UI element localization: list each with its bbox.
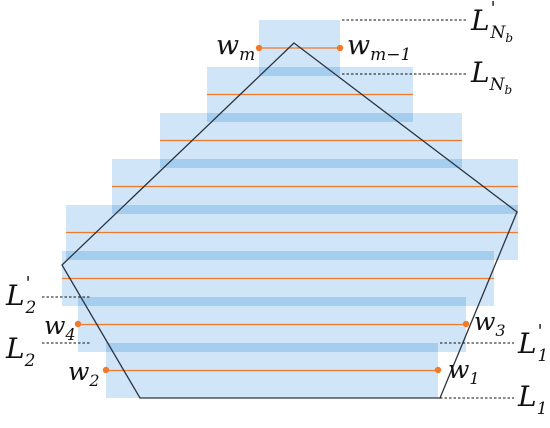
strip-overlap-band [207,113,413,122]
leader-lines [42,19,514,399]
strip-overlap-band [112,205,518,214]
label-L-Nb-sub: N [489,75,506,95]
label-L2-prime: L' 2 [5,273,36,318]
waypoint-w2 [102,366,110,374]
waypoint-w1 [434,366,442,374]
label-L1-prime-sub: 1 [538,346,549,366]
waypoint-w-m1 [336,44,344,52]
label-w4-sub: 4 [64,325,75,344]
label-w3-sub: 3 [495,321,505,340]
label-L1-base: L [517,380,537,413]
strip-center-lines [62,47,518,372]
waypoint-w-m [255,44,263,52]
label-L-Nb-prime-subsub: b [505,31,513,45]
label-w2: w2 [68,357,100,390]
strip-overlap-band [160,159,462,168]
label-w3-base: w [474,307,495,336]
strip-overlap-bands [66,67,518,352]
waypoint-w4 [74,320,82,328]
label-w-m1-base: w [347,30,370,61]
strip-overlap-band [78,297,466,306]
strip-overlap-band [106,343,438,352]
label-w-m1-sub: m−1 [370,45,411,65]
strip-overlap-band [259,67,340,76]
pentagon-outline [61,42,518,399]
label-L2-base: L [5,332,25,365]
label-L1-prime-mark: ' [538,321,543,342]
label-L1-prime: L' 1 [517,321,548,366]
label-w3: w3 [474,307,506,340]
label-L-Nb-prime: L' Nb [470,0,513,45]
label-L1-sub: 1 [537,399,548,419]
label-w-m-sub: m [239,45,255,65]
label-L2-prime-base: L [5,279,25,312]
label-w4: w4 [44,311,76,344]
label-w-m: wm [216,30,255,65]
label-L2-prime-mark: ' [26,273,31,294]
label-L-Nb-subsub: b [504,83,512,97]
label-w-m-base: w [216,30,239,61]
label-L-Nb-prime-sub: N [490,23,507,43]
label-L-Nb-base: L [470,56,490,89]
label-w1-sub: 1 [469,369,479,388]
label-w1-base: w [448,355,469,384]
waypoint-w3 [462,320,470,328]
label-L2-sub: 2 [24,351,36,371]
label-L-Nb-prime-base: L [470,4,490,37]
waypoint-markers [74,44,470,374]
label-w1: w1 [448,355,480,388]
label-L-Nb-prime-mark: ' [491,0,496,19]
label-L2-prime-sub: 2 [25,298,37,318]
label-w4-base: w [44,311,65,340]
label-w-m1: wm−1 [347,30,411,65]
strip-overlap-band [66,251,494,260]
label-L1-prime-base: L [517,327,537,360]
label-L-Nb: LNb [470,56,512,97]
label-w2-sub: 2 [88,371,99,390]
label-L1: L1 [517,380,547,419]
label-w2-base: w [68,357,89,386]
label-L2: L2 [5,332,35,371]
